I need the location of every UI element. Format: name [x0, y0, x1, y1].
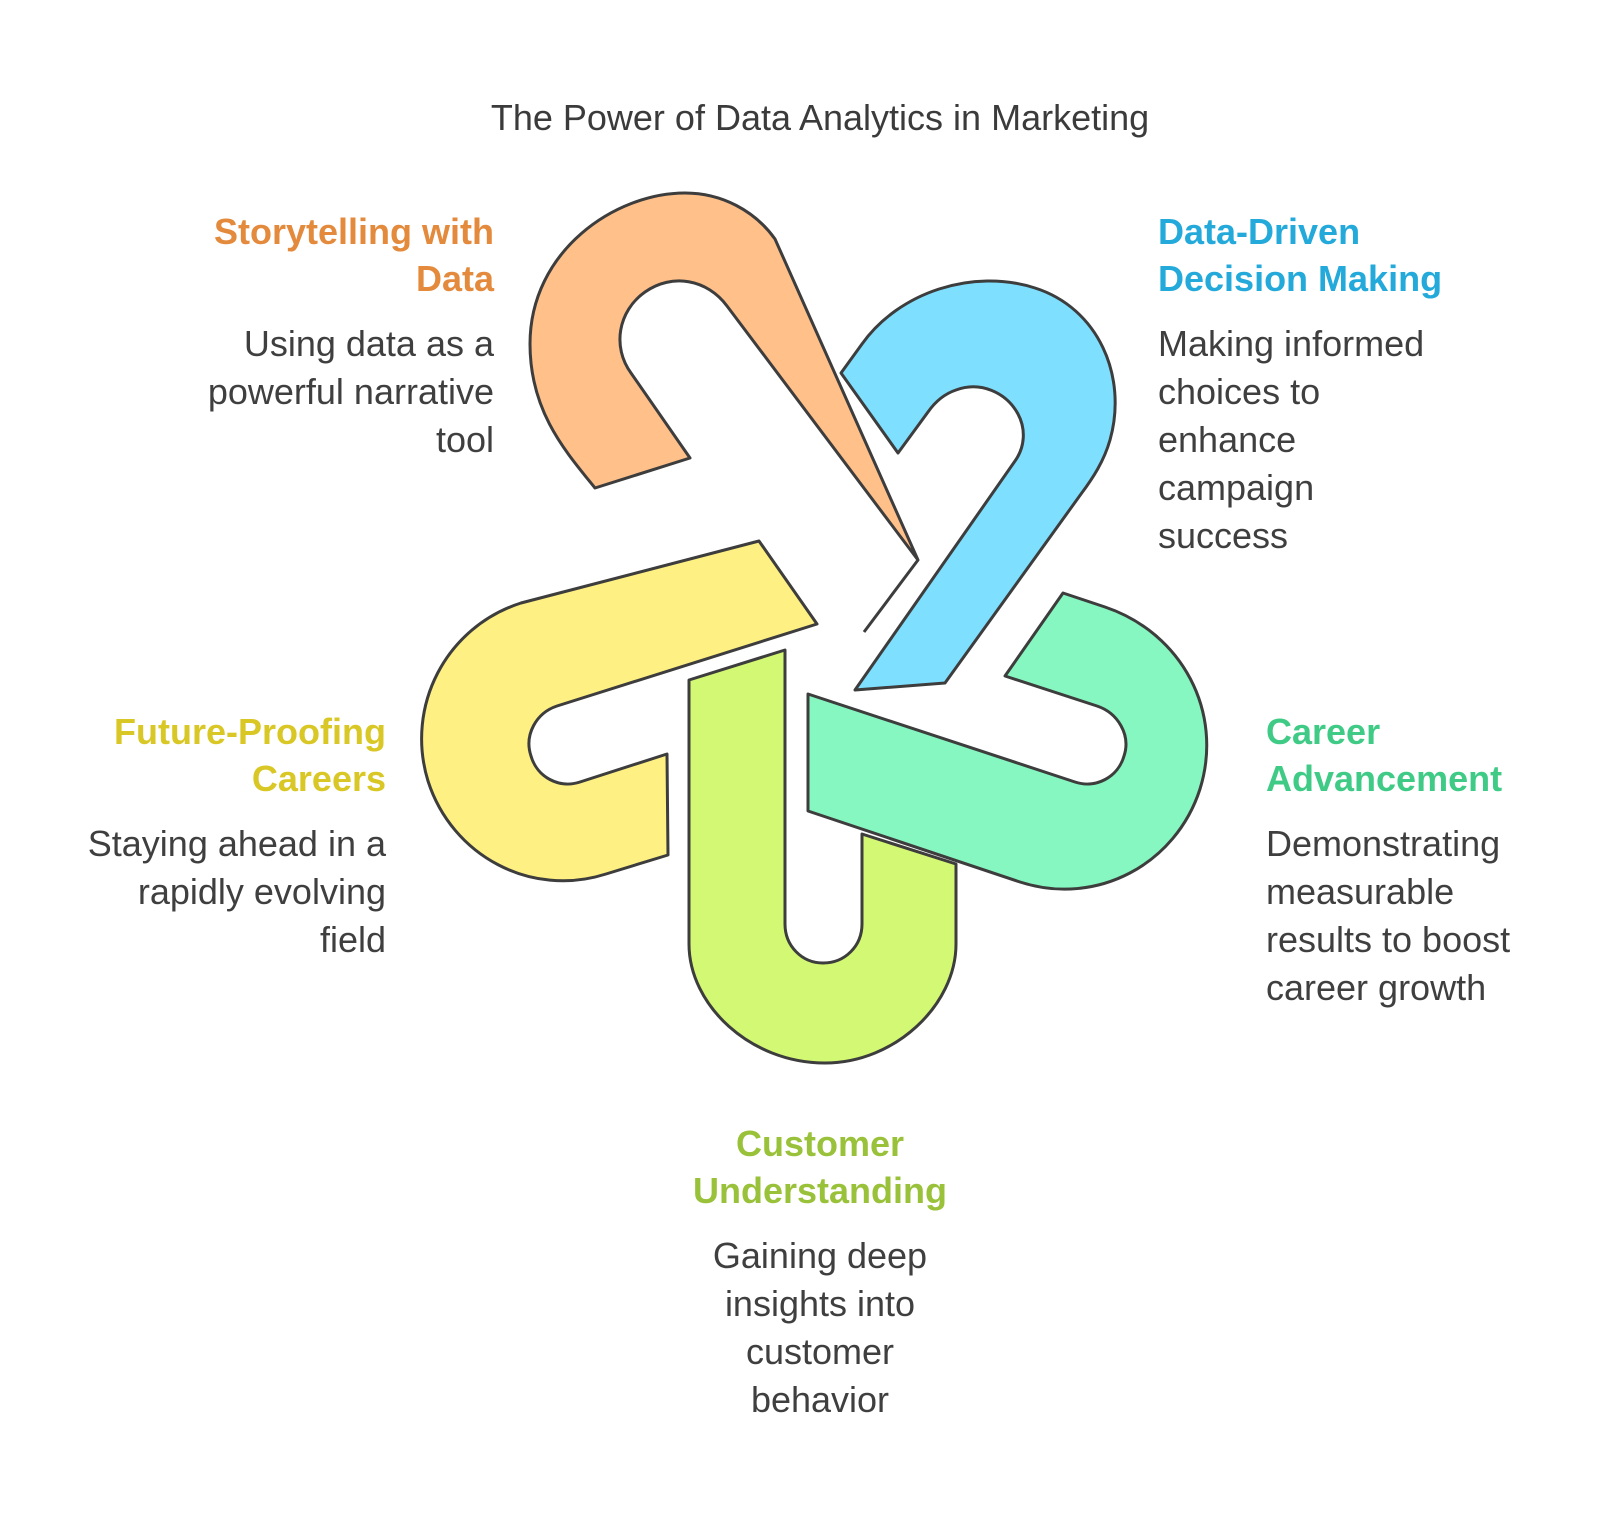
data-driven-loop: [839, 279, 1117, 692]
future-proofing-heading: Future-Proofing Careers: [114, 711, 386, 799]
storytelling-heading: Storytelling with Data: [213, 211, 494, 299]
customer-loop: [687, 648, 958, 1065]
storytelling-description: Using data as a powerful narrative tool: [207, 323, 494, 460]
storytelling-loop: [528, 191, 920, 633]
career-advancement-block: Career Advancement Demonstrating measura…: [1266, 708, 1576, 1012]
data-driven-block: Data-Driven Decision Making Making infor…: [1158, 208, 1498, 560]
diagram-title: The Power of Data Analytics in Marketing: [490, 97, 1150, 138]
customer-understanding-description: Gaining deep insights into customer beha…: [712, 1235, 928, 1420]
future-loop: [420, 539, 819, 883]
career-advancement-heading: Career Advancement: [1266, 711, 1503, 799]
data-driven-heading: Data-Driven Decision Making: [1158, 211, 1443, 299]
career-advancement-description: Demonstrating measurable results to boos…: [1266, 823, 1511, 1008]
storytelling-block: Storytelling with Data Using data as a p…: [120, 208, 494, 464]
data-driven-description: Making informed choices to enhance campa…: [1158, 323, 1425, 556]
future-proofing-description: Staying ahead in a rapidly evolving fiel…: [87, 823, 386, 960]
future-proofing-block: Future-Proofing Careers Staying ahead in…: [40, 708, 386, 964]
customer-understanding-heading: Customer Understanding: [692, 1123, 947, 1211]
customer-understanding-block: Customer Understanding Gaining deep insi…: [640, 1120, 1000, 1424]
career-loop: [806, 591, 1209, 891]
